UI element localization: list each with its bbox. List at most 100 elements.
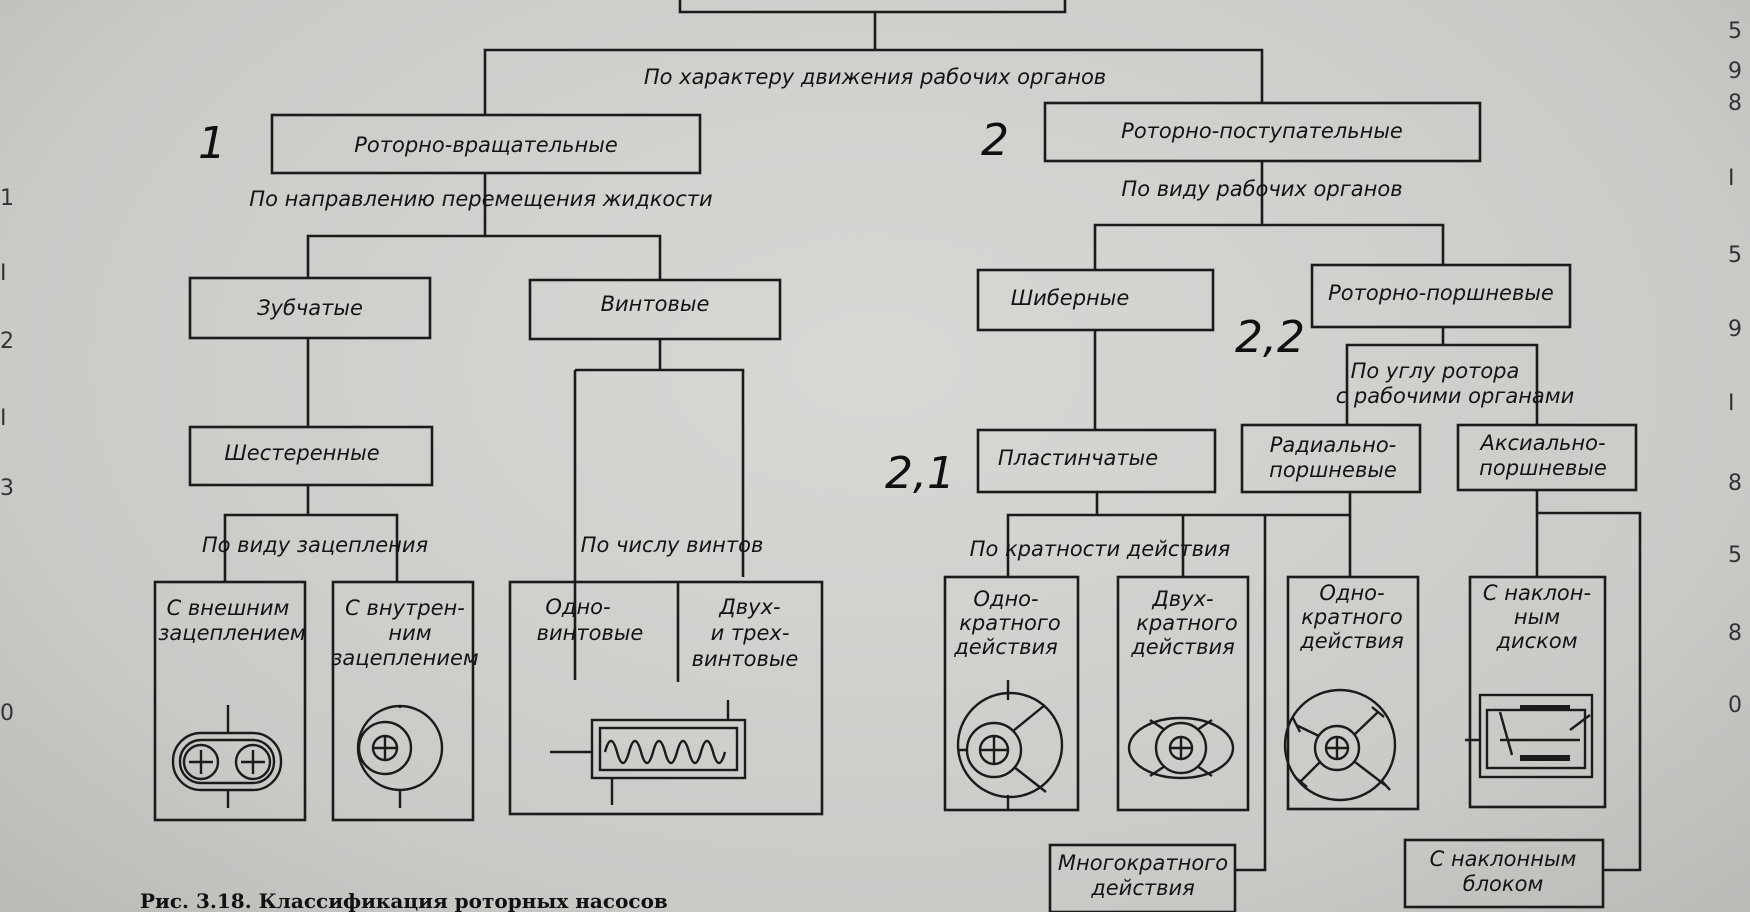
svg-text:блоком: блоком [1463,872,1544,896]
label-by-screw-count: По числу винтов [581,533,764,557]
box-single-action-plate: Одно- кратного действия [943,575,1080,812]
box-inclined-block: С наклонным блоком [1403,838,1605,909]
svg-text:диском: диском [1495,629,1577,653]
svg-text:ним: ним [388,621,431,645]
right-margin-text: 5 9 8 I 5 9 I 8 5 8 0 [1728,19,1742,718]
svg-text:Зубчатые: Зубчатые [257,296,363,320]
box-screw-count-group [508,580,824,816]
conn-axial-split [1535,490,1642,872]
axial-piston-pump-icon [1465,693,1594,779]
box-internal-mesh: С внутрен- ним зацеплением [331,580,479,822]
box-rotary-rotational: Роторно-вращательные [270,113,702,175]
svg-text:Аксиально-: Аксиально- [1478,431,1605,455]
svg-text:Одно-: Одно- [973,587,1038,611]
conn-rotational-split [306,173,662,280]
label-by-flow-direction: По направлению перемещения жидкости [249,187,712,211]
label-by-action-multiplicity: По кратности действия [970,537,1231,561]
svg-text:кратного: кратного [1301,605,1403,629]
conn-rotor-piston-split [1345,327,1539,425]
svg-text:Многократного: Многократного [1058,851,1228,875]
box-screw: Винтовые [528,278,782,341]
svg-text:3: 3 [0,476,14,501]
root-box-edge [678,0,1067,14]
conn-root-split [483,12,1264,115]
svg-text:Шестеренные: Шестеренные [224,441,379,465]
single-action-vane-pump-icon [956,680,1064,810]
connector-lines [223,0,1642,872]
screw-pump-icon [550,700,747,805]
label-twin-triple-screw: Двух- и трех- винтовые [692,595,799,671]
svg-text:5: 5 [1728,19,1742,44]
svg-text:Шиберные: Шиберные [1011,286,1130,310]
svg-text:Роторно-поршневые: Роторно-поршневые [1328,281,1554,305]
box-inclined-disk: С наклон- ным диском [1468,575,1607,809]
svg-text:2: 2 [0,329,14,354]
label-by-rotor-angle-2: с рабочими органами [1336,384,1575,408]
box-gear: Зубчатые [188,276,432,340]
svg-text:действия: действия [1090,876,1195,900]
svg-text:Роторно-вращательные: Роторно-вращательные [354,133,617,157]
svg-text:С наклонным: С наклонным [1430,847,1577,871]
svg-text:Роторно-поступательные: Роторно-поступательные [1121,119,1403,143]
svg-text:кратного: кратного [959,611,1061,635]
svg-text:винтовые: винтовые [692,647,799,671]
svg-text:I: I [0,406,7,431]
svg-text:действия: действия [1130,635,1235,659]
svg-text:0: 0 [1728,693,1742,718]
svg-text:Одно-: Одно- [545,595,610,619]
label-single-screw: Одно- винтовые [537,595,644,645]
svg-text:I: I [0,261,7,286]
svg-text:Винтовые: Винтовые [601,292,710,316]
box-rotary-translational: Роторно-поступательные [1043,101,1482,163]
svg-text:С внутрен-: С внутрен- [345,596,465,620]
svg-text:9: 9 [1728,59,1742,84]
svg-text:винтовые: винтовые [537,621,644,645]
svg-text:8: 8 [1728,91,1742,116]
box-vane: Шиберные [976,268,1215,332]
svg-text:Пластинчатые: Пластинчатые [998,446,1158,470]
svg-text:9: 9 [1728,317,1742,342]
box-external-mesh: С внешним зацеплением [153,580,307,822]
figure-caption: Рис. 3.18. Классификация роторных насосо… [140,889,668,912]
box-single-action-radial: Одно- кратного действия [1286,575,1420,811]
annotation-2-1: 2,1 [885,448,955,499]
conn-screw-split [573,339,745,680]
box-double-action-plate: Двух- кратного действия [1116,575,1250,812]
conn-translational-split [1093,161,1445,269]
label-by-working-parts: По виду рабочих органов [1121,177,1402,201]
svg-text:8: 8 [1728,621,1742,646]
box-multi-action: Многократного действия [1048,843,1237,912]
svg-text:I: I [1728,166,1735,191]
left-margin-text: 1 I 2 I 3 0 [0,186,14,726]
svg-text:Радиально-: Радиально- [1270,433,1397,457]
svg-text:действия: действия [953,635,1058,659]
box-radial-piston: Радиально- поршневые [1240,423,1422,494]
external-gear-pump-icon [171,705,283,808]
svg-text:Одно-: Одно- [1319,581,1384,605]
annotation-2: 2 [981,115,1009,166]
svg-text:I: I [1728,391,1735,416]
svg-text:С внешним: С внешним [167,596,290,620]
svg-text:5: 5 [1728,243,1742,268]
svg-text:0: 0 [0,701,14,726]
svg-text:Двух-: Двух- [1151,587,1213,611]
svg-text:Двух-: Двух- [718,595,780,619]
svg-text:С наклон-: С наклон- [1483,581,1591,605]
svg-text:1: 1 [0,186,14,211]
conn-spur-split [223,485,399,582]
handwritten-annotations: 1 2 2,1 2,2 [198,115,1305,499]
box-rotary-piston: Роторно-поршневые [1310,263,1572,329]
label-by-mesh-type: По виду зацепления [202,533,428,557]
internal-gear-pump-icon [356,704,444,808]
conn-plate-split [1006,492,1350,872]
svg-text:зацеплением: зацеплением [158,621,306,645]
svg-text:и трех-: и трех- [711,621,790,645]
svg-text:зацеплением: зацеплением [331,646,479,670]
box-spur-gear: Шестеренные [188,425,434,487]
radial-piston-pump-icon [1283,688,1397,802]
svg-text:ным: ным [1514,605,1560,629]
box-axial-piston: Аксиально- поршневые [1456,423,1638,492]
label-by-rotor-angle-1: По углу ротора [1351,359,1520,383]
